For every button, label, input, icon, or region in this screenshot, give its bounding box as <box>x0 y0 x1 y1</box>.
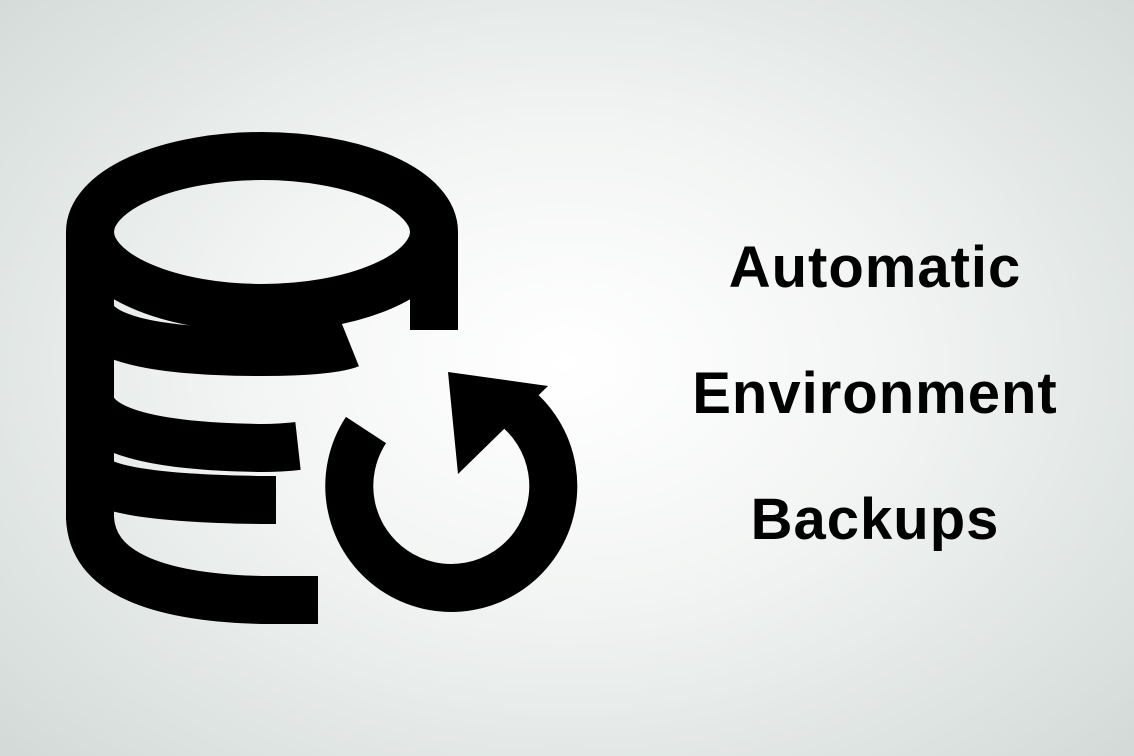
refresh-ring <box>325 384 578 612</box>
database-icon <box>66 132 458 624</box>
database-band-1 <box>66 302 359 377</box>
database-band-3 <box>67 457 276 524</box>
database-bottom-curve <box>66 515 318 624</box>
title-line-1: Automatic <box>728 235 1022 300</box>
title-line-2: Environment <box>692 361 1058 426</box>
refresh-icon <box>325 372 578 612</box>
database-top-ellipse <box>66 132 458 332</box>
database-band-2 <box>66 394 301 473</box>
refresh-arrowhead <box>448 372 548 474</box>
title-line-3: Backups <box>750 487 1000 552</box>
page-title: Automatic Environment Backups <box>620 205 1130 583</box>
